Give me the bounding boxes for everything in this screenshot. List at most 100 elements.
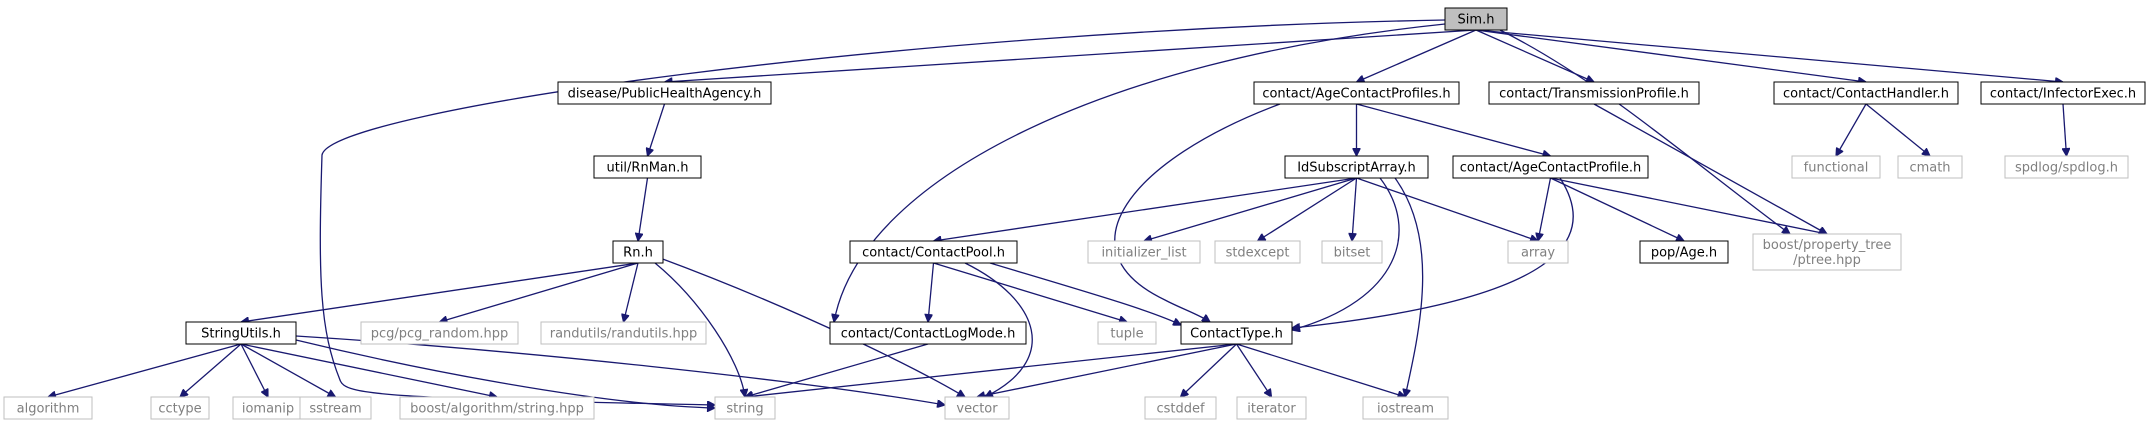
node-ch[interactable]: contact/ContactHandler.h — [1773, 81, 1959, 105]
node-spdlog: spdlog/spdlog.h — [2004, 155, 2129, 179]
node-label: contact/TransmissionProfile.h — [1499, 87, 1689, 102]
edge-idsa-to-initlist — [1144, 177, 1357, 241]
edge-sim-to-acps — [1357, 29, 1477, 82]
node-box — [2004, 155, 2129, 179]
node-age[interactable]: pop/Age.h — [1639, 240, 1729, 264]
node-pcg: pcg/pcg_random.hpp — [360, 321, 519, 345]
node-label: cstddef — [1156, 402, 1205, 417]
node-box — [849, 240, 1018, 264]
edge-idsa-to-ctype — [1292, 177, 1400, 330]
node-label: tuple — [1110, 327, 1143, 342]
node-box — [1097, 321, 1157, 345]
edge-ctype-to-string — [745, 343, 1237, 397]
node-label: functional — [1804, 161, 1869, 176]
node-label: randutils/randutils.hpp — [550, 327, 698, 342]
node-acps[interactable]: contact/AgeContactProfiles.h — [1253, 81, 1460, 105]
node-label: cmath — [1909, 161, 1950, 176]
node-box — [612, 240, 664, 264]
node-bitset: bitset — [1321, 240, 1383, 264]
edge-pha-to-rnman — [648, 103, 666, 156]
node-box — [1362, 396, 1449, 420]
node-functional: functional — [1791, 155, 1881, 179]
node-label: contact/ContactLogMode.h — [841, 327, 1016, 342]
node-label: vector — [956, 402, 998, 417]
edge-strutils-to-algorithm — [48, 343, 242, 397]
node-box — [1752, 233, 1902, 271]
edge-ctype-to-iostream — [1236, 343, 1406, 397]
edge-sim-to-ptree — [1499, 29, 1790, 234]
node-box — [1791, 155, 1881, 179]
node-sstream: sstream — [299, 396, 372, 420]
edge-ctype-to-iterator — [1235, 343, 1272, 397]
node-rn[interactable]: Rn.h — [612, 240, 664, 264]
node-string: string — [714, 396, 776, 420]
node-stdexcept: stdexcept — [1214, 240, 1301, 264]
edge-cpool-to-clm — [928, 262, 935, 322]
edge-acps-to-ctype — [1114, 103, 1281, 322]
edge-idsa-to-array — [1356, 177, 1539, 241]
node-box — [1321, 240, 1383, 264]
node-label: string — [726, 402, 763, 417]
node-box — [714, 396, 776, 420]
node-cstddef: cstddef — [1144, 396, 1217, 420]
edge-rn-to-randutils — [624, 262, 639, 322]
node-label: iomanip — [242, 402, 294, 417]
edge-cpool-to-vector — [964, 262, 1033, 397]
node-label: array — [1521, 246, 1555, 261]
node-box — [1236, 396, 1307, 420]
node-box — [399, 396, 595, 420]
node-label: contact/ContactHandler.h — [1783, 87, 1949, 102]
node-label: spdlog/spdlog.h — [2015, 161, 2118, 176]
node-label: iostream — [1377, 402, 1434, 417]
node-label: stdexcept — [1226, 246, 1290, 261]
node-clm[interactable]: contact/ContactLogMode.h — [829, 321, 1027, 345]
node-sim[interactable]: Sim.h — [1444, 7, 1508, 31]
edge-strutils-to-cctype — [180, 343, 242, 397]
node-rnman[interactable]: util/RnMan.h — [593, 155, 702, 179]
node-label: /ptree.hpp — [1793, 253, 1861, 268]
node-box — [3, 396, 93, 420]
node-box — [1444, 7, 1508, 31]
node-label: algorithm — [17, 402, 80, 417]
node-initlist: initializer_list — [1087, 240, 1201, 264]
node-cmath: cmath — [1897, 155, 1963, 179]
node-box — [1253, 81, 1460, 105]
node-iomanip: iomanip — [232, 396, 304, 420]
node-boostalg: boost/algorithm/string.hpp — [399, 396, 595, 420]
node-box — [1284, 155, 1429, 179]
node-cpool[interactable]: contact/ContactPool.h — [849, 240, 1018, 264]
node-tp[interactable]: contact/TransmissionProfile.h — [1488, 81, 1700, 105]
node-label: pop/Age.h — [1651, 246, 1717, 261]
node-idsa[interactable]: IdSubscriptArray.h — [1284, 155, 1429, 179]
node-box — [1639, 240, 1729, 264]
node-strutils[interactable]: StringUtils.h — [185, 321, 297, 345]
node-box — [593, 155, 702, 179]
node-array: array — [1507, 240, 1569, 264]
node-tuple: tuple — [1097, 321, 1157, 345]
node-label: contact/AgeContactProfiles.h — [1262, 87, 1450, 102]
node-box — [944, 396, 1010, 420]
node-box — [1452, 155, 1649, 179]
edge-strutils-to-iomanip — [240, 343, 268, 397]
node-box — [1488, 81, 1700, 105]
edge-rn-to-pcg — [440, 262, 639, 322]
nodes-layer: Sim.h disease/PublicHealthAgency.h contact… — [3, 7, 2146, 420]
node-pha[interactable]: disease/PublicHealthAgency.h — [557, 81, 772, 105]
node-label: iterator — [1247, 402, 1296, 417]
node-acp[interactable]: contact/AgeContactProfile.h — [1452, 155, 1649, 179]
edge-idsa-to-bitset — [1352, 177, 1358, 241]
node-ie[interactable]: contact/InfectorExec.h — [1980, 81, 2146, 105]
edge-rnman-to-rn — [638, 177, 649, 241]
edge-tp-to-ptree — [1593, 103, 1827, 234]
node-ctype[interactable]: ContactType.h — [1180, 321, 1293, 345]
edge-sim-to-pha — [665, 29, 1477, 82]
edge-sim-to-ch — [1475, 29, 1866, 82]
node-box — [1980, 81, 2146, 105]
node-box — [1214, 240, 1301, 264]
node-ptree: boost/property_tree/ptree.hpp — [1752, 233, 1902, 271]
edge-acp-to-ctype — [1292, 177, 1574, 328]
node-box — [1897, 155, 1963, 179]
edge-idsa-to-iostream — [1394, 177, 1424, 397]
node-label: contact/InfectorExec.h — [1990, 87, 2136, 102]
node-iterator: iterator — [1236, 396, 1307, 420]
